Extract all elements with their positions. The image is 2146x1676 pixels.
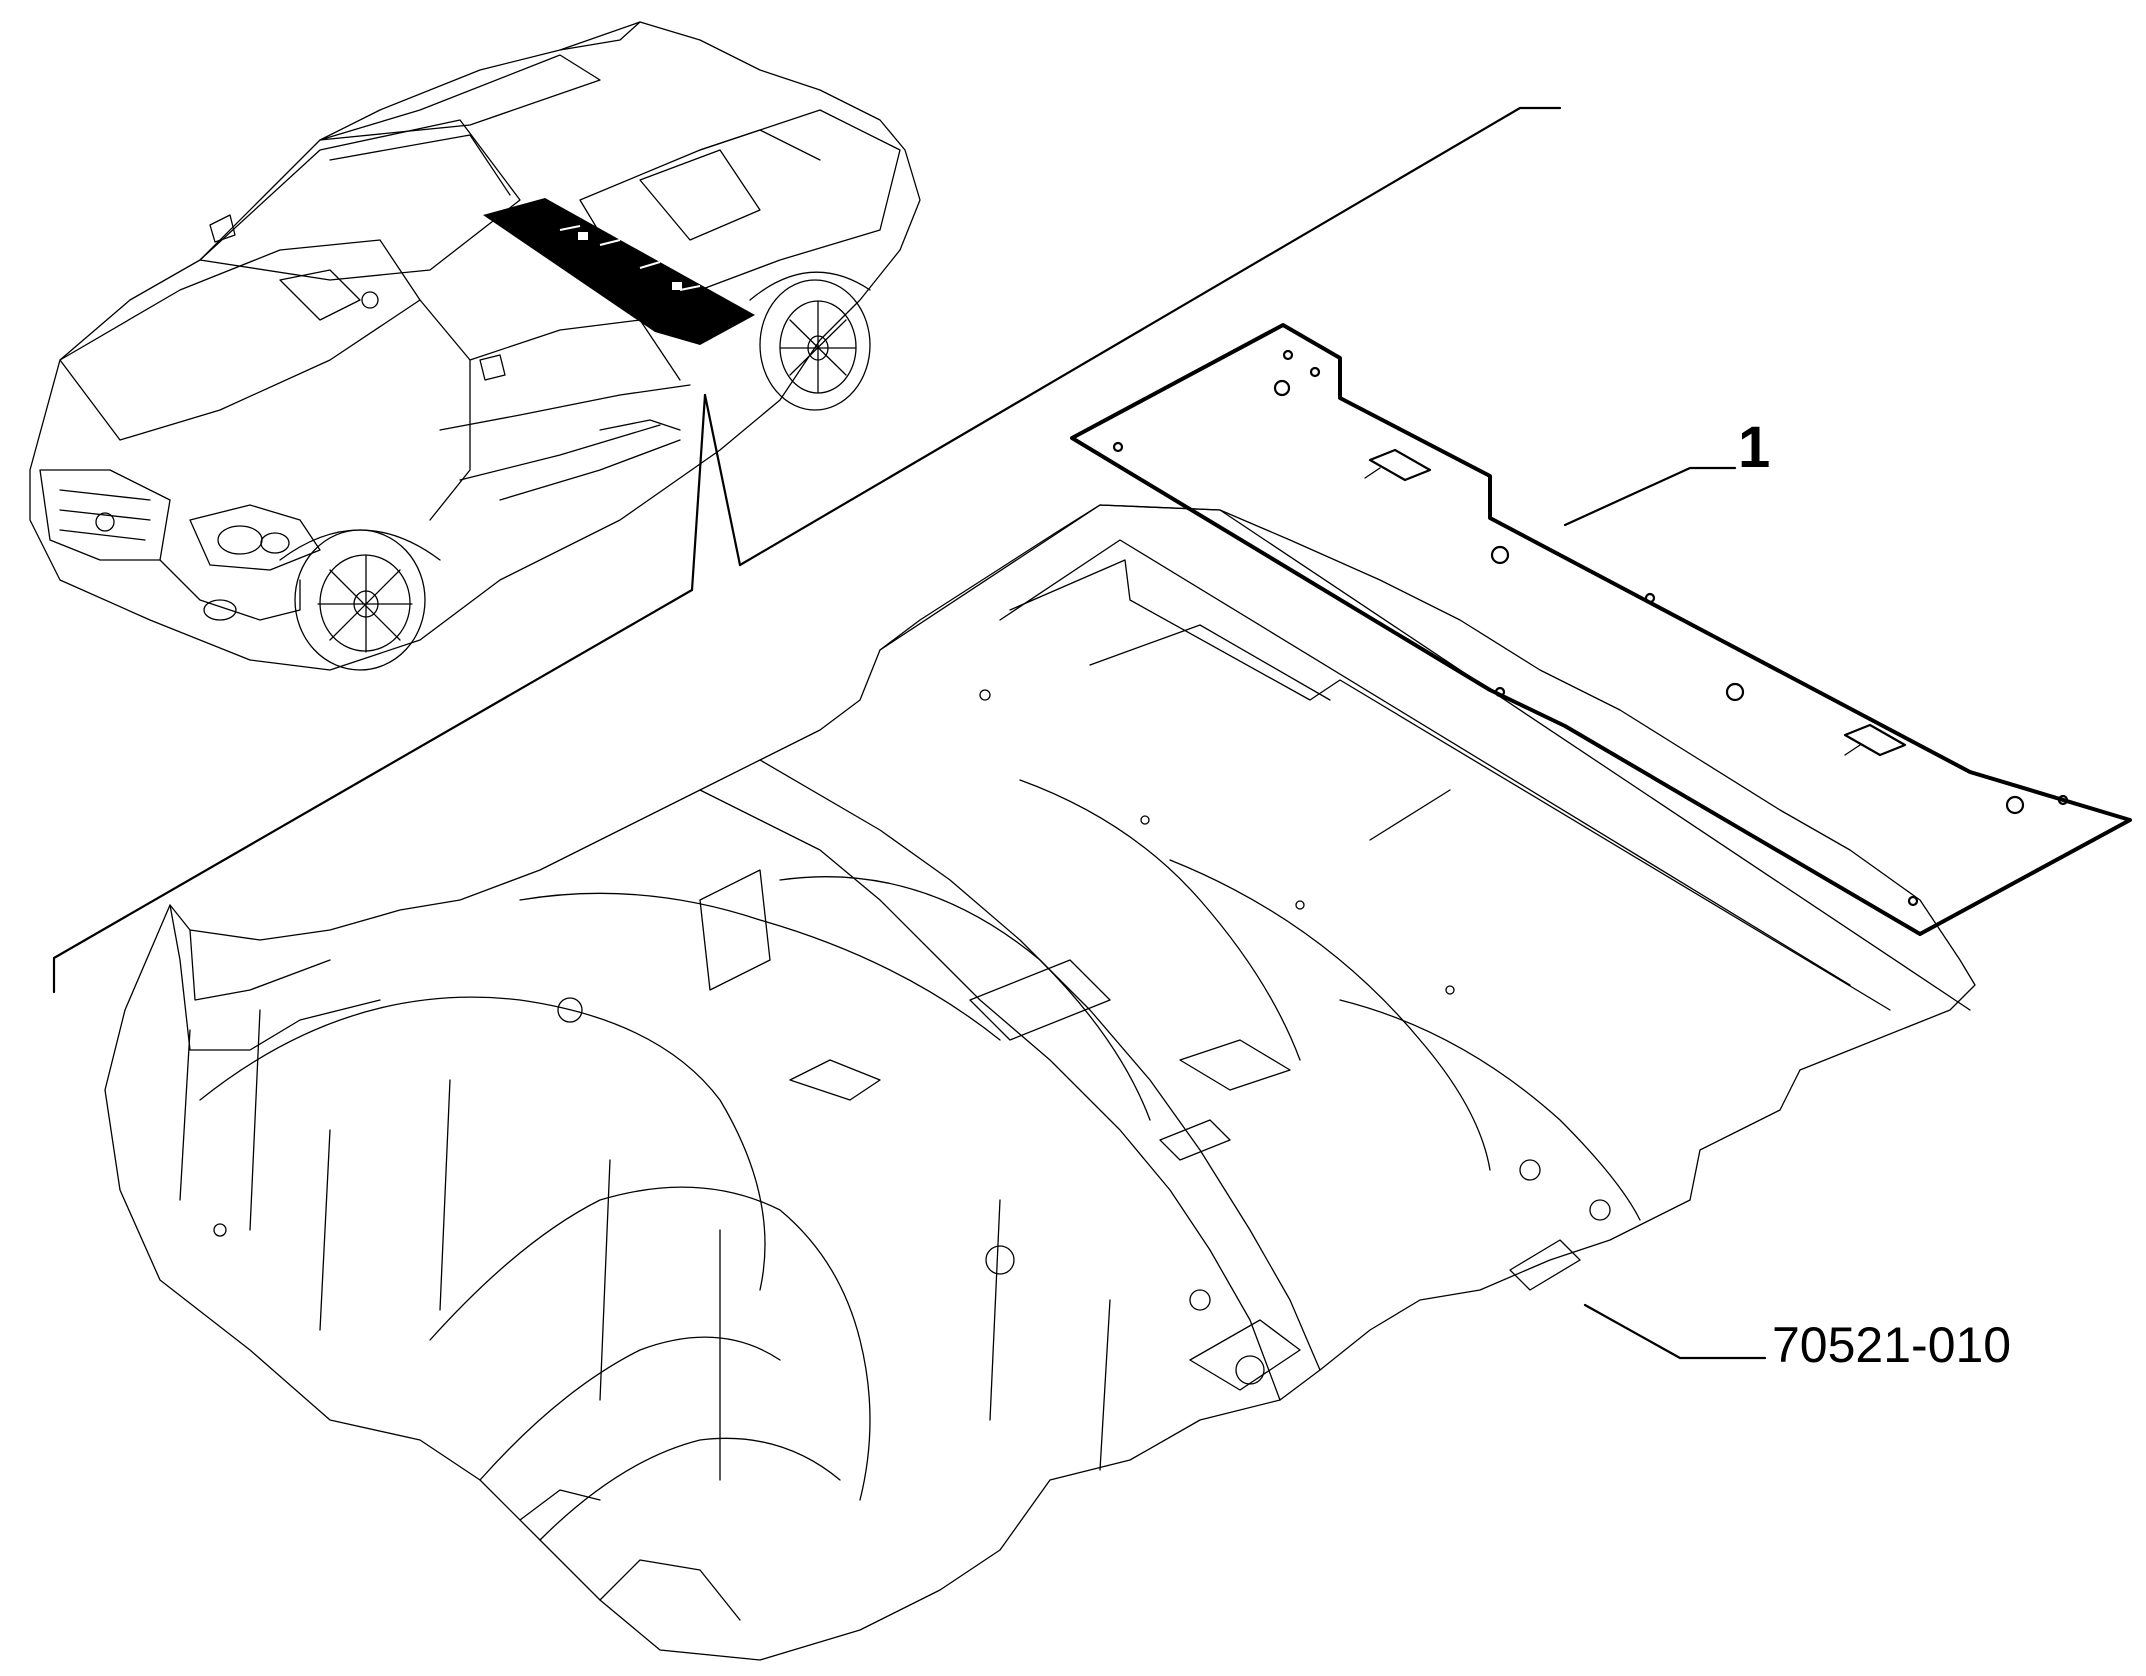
part-1-rear-panel	[1070, 323, 2132, 936]
panel-holes	[1112, 349, 2069, 907]
vehicle-panel-highlight	[483, 198, 755, 345]
exploded-view-leader-lines	[52, 106, 1562, 994]
callout-part-floor: 70521-010	[1583, 1303, 2011, 1373]
callout-label-70521-010: 70521-010	[1772, 1317, 2011, 1373]
callout-label-1: 1	[1738, 415, 1770, 480]
floor-carpet-assembly	[104, 504, 1976, 1661]
vehicle-illustration	[29, 21, 921, 671]
callout-part-1: 1	[1563, 415, 1770, 527]
